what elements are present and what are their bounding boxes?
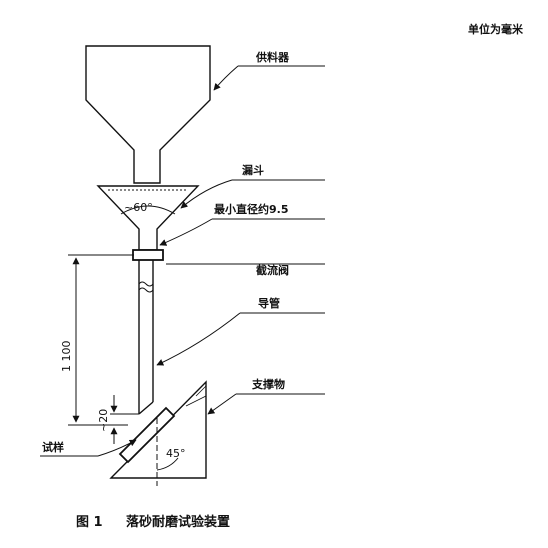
figure-number: 图 1	[76, 515, 103, 530]
guide-tube-label: 导管	[258, 296, 280, 310]
funnel-label: 漏斗	[242, 163, 264, 177]
min-diameter-label: 最小直径约9.5	[214, 202, 289, 216]
height-label: 1 100	[60, 341, 73, 373]
min-diameter-leader	[159, 218, 325, 246]
specimen-plate	[118, 406, 176, 464]
guide-tube-leader	[156, 312, 325, 366]
tilt-angle-mark	[156, 418, 179, 486]
specimen-label: 试样	[42, 440, 64, 454]
figure-title: 落砂耐磨试验装置	[126, 514, 230, 530]
funnel-angle-label: ~60°	[124, 201, 153, 214]
support-label: 支撑物	[251, 377, 285, 391]
feeder-leader	[213, 65, 325, 91]
funnel	[96, 185, 200, 251]
guide-tube	[138, 260, 154, 415]
unit-note: 单位为毫米	[468, 22, 524, 36]
shutoff-gate	[132, 249, 164, 261]
support-leader	[207, 393, 325, 415]
funnel-leader	[180, 179, 325, 209]
tilt-angle-label: 45°	[166, 447, 186, 460]
specimen-leader	[40, 439, 137, 457]
gap-dimension	[110, 395, 139, 444]
gap-label: ~20	[97, 409, 110, 432]
feeder-hopper	[85, 45, 211, 184]
shutoff-gate-label: 截流阀	[256, 263, 289, 277]
feeder-label: 供料器	[255, 50, 290, 64]
height-dimension	[68, 254, 134, 426]
